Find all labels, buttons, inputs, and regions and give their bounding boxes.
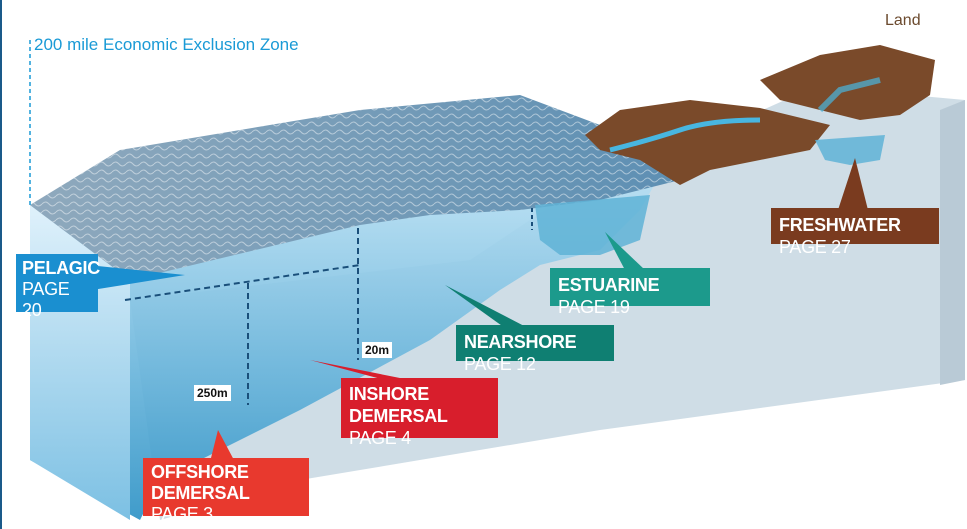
nearshore-page: PAGE 12 xyxy=(464,354,536,374)
pelagic-pointer xyxy=(88,265,185,290)
offshore-demersal-page: PAGE 3 xyxy=(151,504,213,524)
inshore-demersal-name: INSHORE DEMERSAL xyxy=(349,384,448,426)
nearshore-name: NEARSHORE xyxy=(464,332,577,352)
estuarine-pointer xyxy=(605,232,645,270)
river-estuary xyxy=(609,117,761,153)
freshwater-basin xyxy=(815,135,885,165)
land-label: Land xyxy=(885,12,921,29)
pelagic-tag: PELAGIC PAGE 20 xyxy=(16,254,100,320)
inshore-demersal-tag: INSHORE DEMERSAL PAGE 4 xyxy=(341,378,498,448)
depth-20-marker: 20m xyxy=(362,342,393,358)
freshwater-page: PAGE 27 xyxy=(779,237,851,257)
offshore-demersal-tag: OFFSHORE DEMERSAL PAGE 3 xyxy=(143,458,309,524)
pelagic-page: PAGE 20 xyxy=(22,279,70,320)
land-upper xyxy=(760,45,935,120)
seabed-side xyxy=(940,100,965,385)
depth-250-marker: 250m xyxy=(194,385,231,401)
inshore-demersal-page: PAGE 4 xyxy=(349,428,411,448)
left-frame-border xyxy=(0,0,2,529)
river-freshwater xyxy=(817,77,881,113)
freshwater-tag: FRESHWATER PAGE 27 xyxy=(771,208,939,257)
eez-label: 200 mile Economic Exclusion Zone xyxy=(34,35,299,54)
offshore-demersal-name: OFFSHORE DEMERSAL xyxy=(151,462,250,503)
estuarine-tag: ESTUARINE PAGE 19 xyxy=(550,268,710,317)
seabed-block xyxy=(130,80,965,520)
land-estuary xyxy=(585,100,830,185)
freshwater-pointer xyxy=(838,158,868,210)
nearshore-tag: NEARSHORE PAGE 12 xyxy=(456,325,614,374)
offshore-pointer xyxy=(210,430,235,462)
estuarine-name: ESTUARINE xyxy=(558,275,660,295)
inshore-pointer xyxy=(310,360,410,380)
nearshore-pointer xyxy=(445,285,528,328)
freshwater-name: FRESHWATER xyxy=(779,215,901,235)
pelagic-name: PELAGIC xyxy=(22,258,100,278)
estuarine-page: PAGE 19 xyxy=(558,297,630,317)
sea-surface-waves xyxy=(30,95,680,280)
estuary-basin xyxy=(535,195,650,255)
